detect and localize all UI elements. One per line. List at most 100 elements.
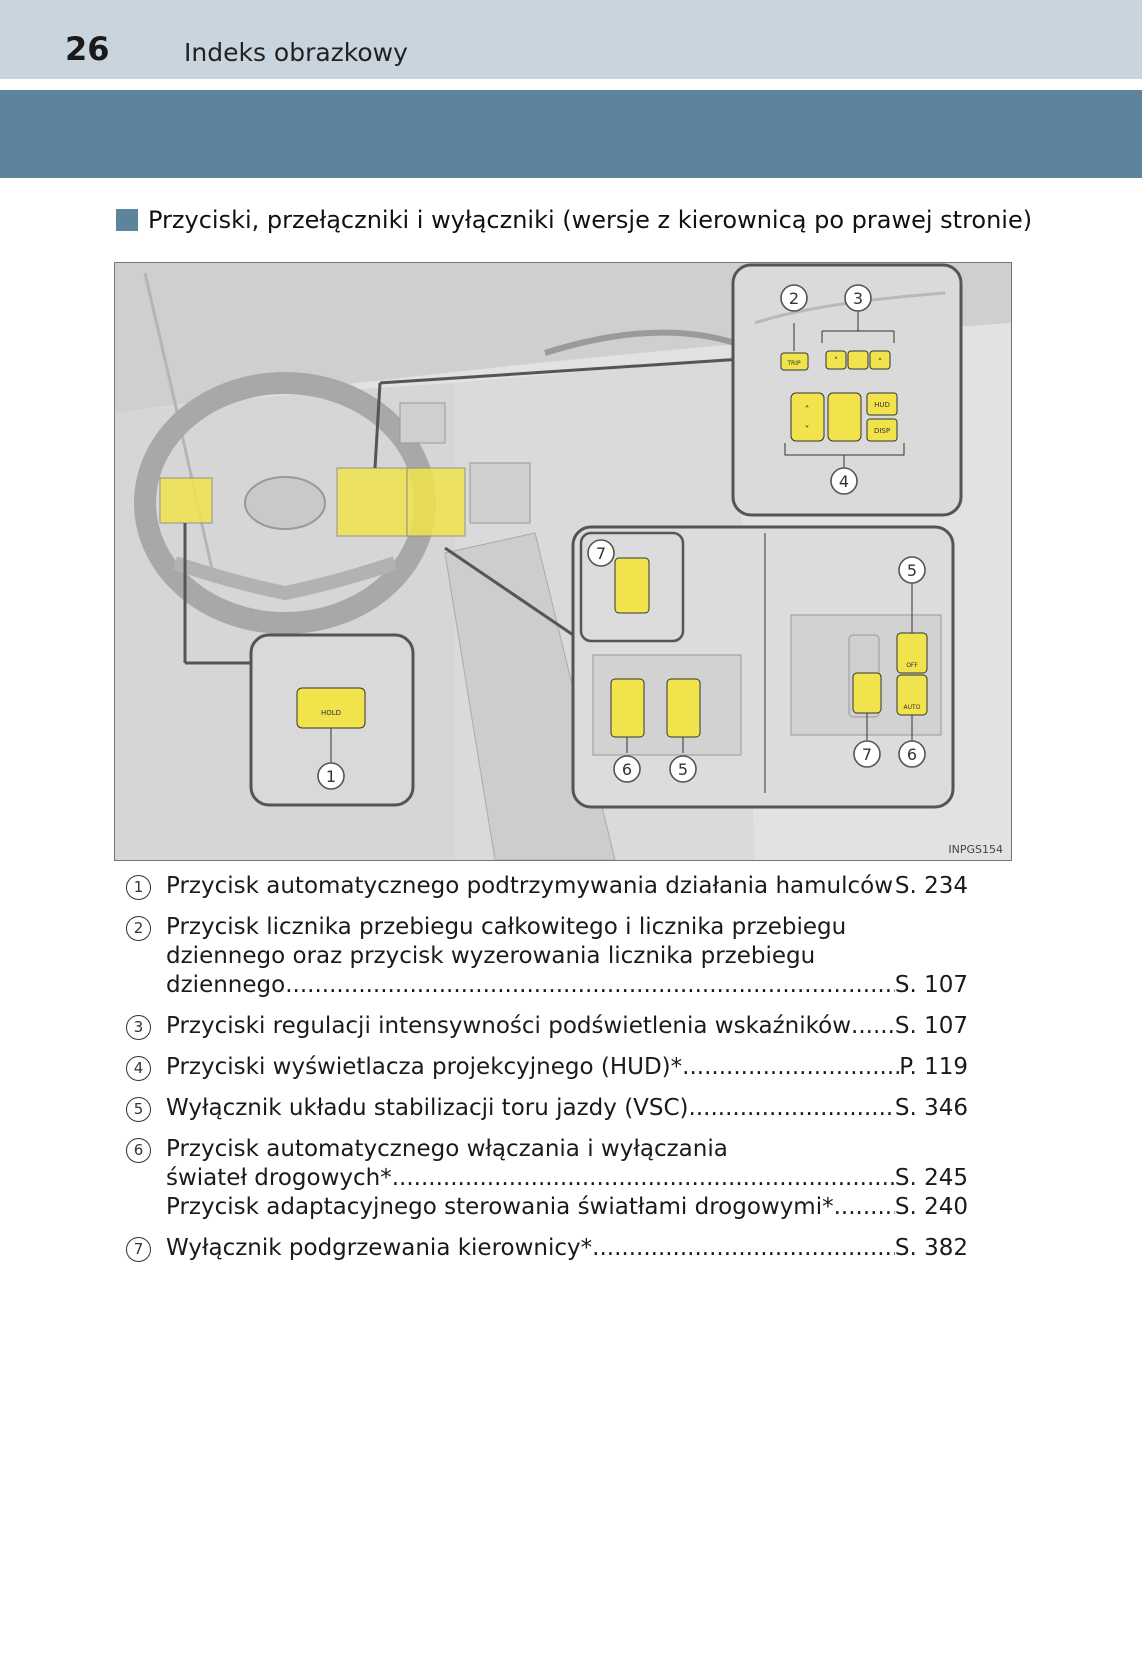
svg-text:˄: ˄ (878, 358, 883, 368)
disp-button (866, 418, 898, 442)
hud-label: HUD (874, 401, 890, 409)
item-line: Przyciski regulacji intensywności podświ… (166, 1012, 968, 1041)
auto-label: AUTO (904, 704, 921, 711)
item-number-circle: 7 (126, 1237, 151, 1262)
item-number-circle: 4 (126, 1056, 151, 1081)
callout-2: 2 (789, 289, 799, 308)
inset-meter-buttons: TRIP ˅ ˄ ˄ ˅ HUD DISP 2 3 4 (731, 263, 963, 517)
vsc-off-switch (666, 678, 701, 738)
highlight-center-panel-a (336, 467, 408, 537)
item-text: Przycisk licznika przebiegu całkowitego … (166, 914, 847, 940)
highlight-center-panel-b (406, 467, 466, 537)
heading-square-icon (116, 209, 138, 231)
svg-text:˅: ˅ (805, 424, 810, 436)
item-text: Wyłącznik podgrzewania kierownicy* (166, 1235, 593, 1261)
callout-5-left: 5 (678, 760, 688, 779)
item-line: świateł drogowych* S. 245 (166, 1164, 968, 1193)
item-number-circle: 3 (126, 1015, 151, 1040)
item-line: Przyciski wyświetlacza projekcyjnego (HU… (166, 1053, 968, 1082)
dim-down-button (825, 350, 847, 370)
page-reference[interactable]: S. 234 (894, 873, 968, 899)
callout-5-right: 5 (907, 561, 917, 580)
item-text: dziennego oraz przycisk wyzerowania licz… (166, 943, 816, 969)
hold-button (296, 687, 366, 729)
page-reference[interactable]: S. 346 (894, 1095, 968, 1121)
item-number-circle: 5 (126, 1097, 151, 1122)
item-text: Wyłącznik układu stabilizacji toru jazdy… (166, 1095, 689, 1121)
heading-text: Przyciski, przełączniki i wyłączniki (we… (148, 206, 1033, 234)
leader-dots (851, 1012, 895, 1041)
leader-dots (285, 971, 895, 1000)
dashboard-illustration: TRIP ˅ ˄ ˄ ˅ HUD DISP 2 3 4 (114, 262, 1012, 861)
item-text: Przycisk adaptacyjnego sterowania światł… (166, 1194, 834, 1220)
item-line: dziennego S. 107 (166, 971, 968, 1000)
list-item: 7 Wyłącznik podgrzewania kierownicy* S. 38… (118, 1234, 968, 1263)
item-line: Wyłącznik układu stabilizacji toru jazdy… (166, 1094, 968, 1123)
list-item: 4 Przyciski wyświetlacza projekcyjnego (H… (118, 1053, 968, 1082)
item-text: świateł drogowych* (166, 1165, 392, 1191)
callout-1: 1 (326, 767, 336, 786)
leader-dots (834, 1193, 895, 1222)
dim-up-button (869, 350, 891, 370)
inset-lower-left-switches: 7 6 5 OFF AUTO 5 7 6 (571, 525, 955, 809)
item-number-circle: 6 (126, 1138, 151, 1163)
page-reference[interactable]: S. 382 (894, 1235, 968, 1261)
list-item: 1 Przycisk automatycznego podtrzymywania … (118, 872, 968, 901)
callout-3: 3 (853, 289, 863, 308)
item-line: Przycisk automatycznego włączania i wyłą… (166, 1135, 968, 1164)
item-text: Przycisk automatycznego włączania i wyłą… (166, 1136, 728, 1162)
item-line: Przycisk automatycznego podtrzymywania d… (166, 872, 968, 901)
callout-6-right: 6 (907, 745, 917, 764)
heater-switch-zoom (614, 557, 650, 614)
callout-6-left: 6 (622, 760, 632, 779)
item-number-circle: 1 (126, 875, 151, 900)
page-reference[interactable]: S. 107 (894, 972, 968, 998)
leader-dots (682, 1053, 899, 1082)
item-number-circle: 2 (126, 916, 151, 941)
highlight-left-switches (159, 477, 213, 524)
hud-updown-button (790, 392, 825, 442)
inset-hold-button: HOLD 1 (249, 633, 415, 807)
item-line: Wyłącznik podgrzewania kierownicy* S. 382 (166, 1234, 968, 1263)
trip-label: TRIP (786, 360, 801, 367)
hud-adjust-button (827, 392, 862, 442)
item-line: Przycisk licznika przebiegu całkowitego … (166, 913, 968, 942)
section-title: Indeks obrazkowy (184, 38, 408, 67)
page-reference[interactable]: S. 240 (894, 1194, 968, 1220)
callout-4: 4 (839, 472, 849, 491)
item-text: dziennego (166, 972, 286, 998)
section-heading: Przyciski, przełączniki i wyłączniki (we… (116, 206, 1032, 234)
hud-button (866, 392, 898, 416)
page-reference[interactable]: S. 245 (894, 1165, 968, 1191)
dim-icon-button (847, 350, 869, 370)
svg-text:˄: ˄ (805, 404, 810, 416)
header-gap (0, 79, 1142, 90)
svg-text:˅: ˅ (834, 357, 839, 367)
list-item: 6 Przycisk automatycznego włączania i wył… (118, 1135, 968, 1222)
page-reference[interactable]: S. 107 (894, 1013, 968, 1039)
header-bar: 26 Indeks obrazkowy (0, 0, 1142, 79)
item-text: Przyciski wyświetlacza projekcyjnego (HU… (166, 1054, 683, 1080)
disp-label: DISP (874, 427, 890, 435)
list-item: 5 Wyłącznik układu stabilizacji toru jazd… (118, 1094, 968, 1123)
trip-button (780, 352, 809, 371)
leader-dots (392, 1164, 895, 1193)
item-text: Przyciski regulacji intensywności podświ… (166, 1013, 852, 1039)
reference-list: 1 Przycisk automatycznego podtrzymywania … (118, 872, 968, 1275)
page-number: 26 (65, 30, 110, 68)
callout-7-top: 7 (596, 544, 606, 563)
heater-switch-right (852, 672, 882, 714)
item-line: Przycisk adaptacyjnego sterowania światł… (166, 1193, 968, 1222)
item-line: dziennego oraz przycisk wyzerowania licz… (166, 942, 968, 971)
leader-dots (689, 1094, 895, 1123)
page-reference[interactable]: P. 119 (899, 1054, 968, 1080)
item-text: Przycisk automatycznego podtrzymywania d… (166, 873, 894, 899)
list-item: 2 Przycisk licznika przebiegu całkowitego… (118, 913, 968, 1000)
leader-dots (592, 1234, 895, 1263)
off-label: OFF (906, 662, 918, 669)
figure-code: INPGS154 (948, 843, 1003, 856)
list-item: 3 Przyciski regulacji intensywności podśw… (118, 1012, 968, 1041)
auto-high-beam-switch (610, 678, 645, 738)
chapter-band (0, 90, 1142, 178)
callout-7-right: 7 (862, 745, 872, 764)
